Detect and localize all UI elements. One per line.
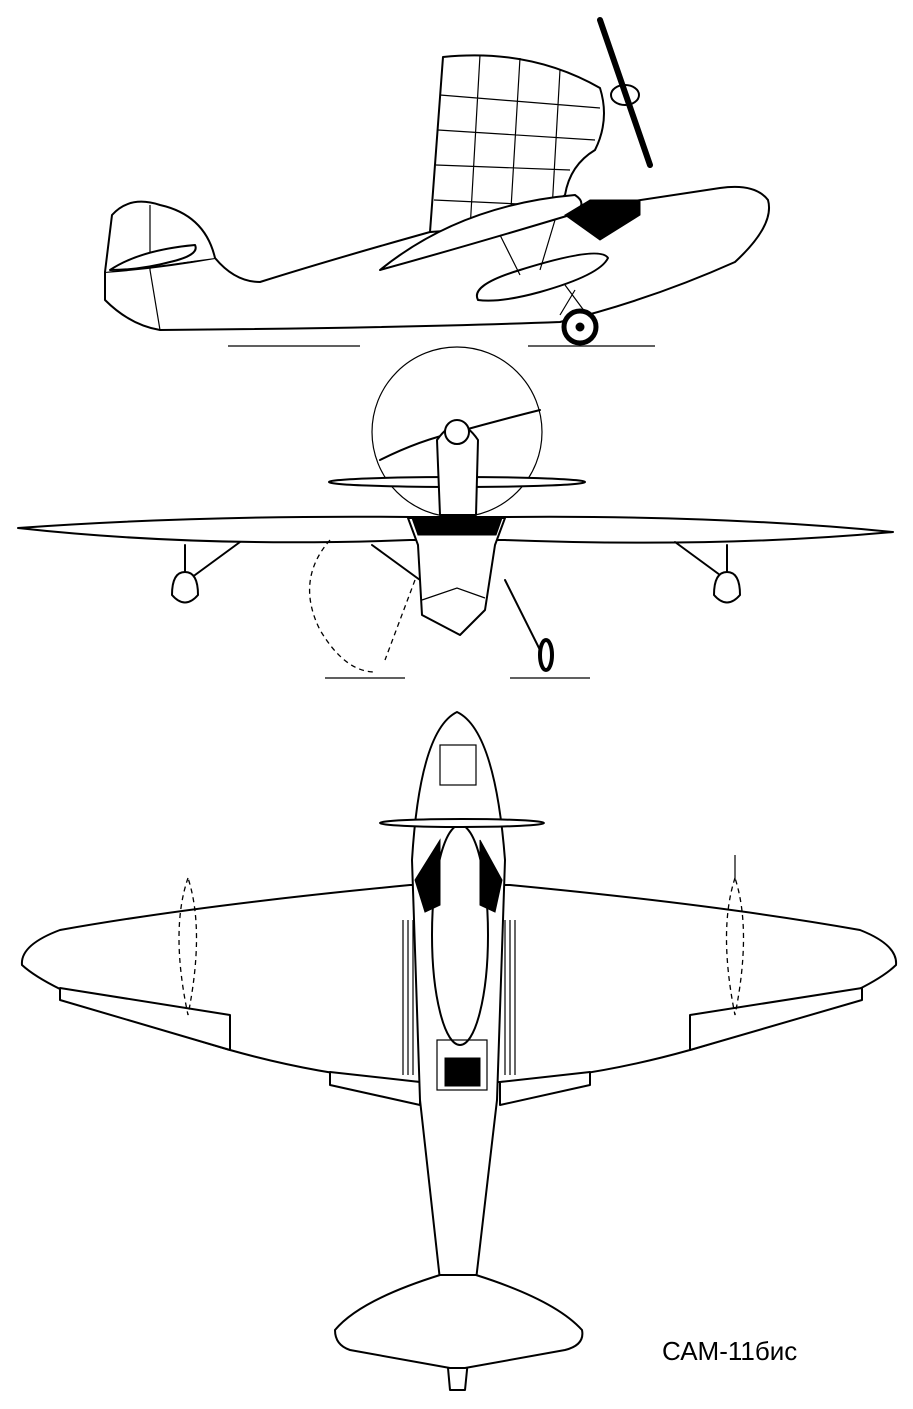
top-cockpit-frame <box>439 744 477 786</box>
aircraft-designation-label: САМ-11бис <box>662 1336 798 1366</box>
side-propeller <box>597 17 653 168</box>
front-float-struts <box>184 541 728 651</box>
front-wheel <box>538 638 554 672</box>
top-float-right <box>725 875 745 1016</box>
top-aileron-right <box>689 987 863 1051</box>
side-struts <box>499 219 586 316</box>
top-aileron-left <box>59 987 231 1051</box>
side-float <box>475 252 609 302</box>
top-upper-tail <box>379 818 545 828</box>
side-view <box>104 17 770 347</box>
side-engine-pylon <box>429 54 605 233</box>
top-hull-stripes <box>402 920 516 1075</box>
front-float-right <box>713 571 741 604</box>
top-tailplane <box>334 1274 584 1369</box>
side-wheel-hub <box>575 322 585 332</box>
front-gear-retraction-path <box>309 539 416 673</box>
side-fin-rudder-line <box>149 205 161 331</box>
front-hull-keel <box>421 587 486 601</box>
front-hull <box>407 517 506 636</box>
top-view <box>20 711 898 1391</box>
front-spinner <box>444 419 470 445</box>
front-view <box>17 346 894 679</box>
top-hatch-frame <box>436 1039 488 1091</box>
side-pylon-panels <box>433 54 601 231</box>
top-hatch <box>444 1057 481 1087</box>
top-float-left <box>178 875 198 1016</box>
side-tailplane <box>109 244 197 271</box>
top-engine-mounts <box>414 838 503 913</box>
front-float-left <box>171 571 199 604</box>
side-cockpit <box>564 199 641 241</box>
front-cockpit <box>411 517 503 536</box>
